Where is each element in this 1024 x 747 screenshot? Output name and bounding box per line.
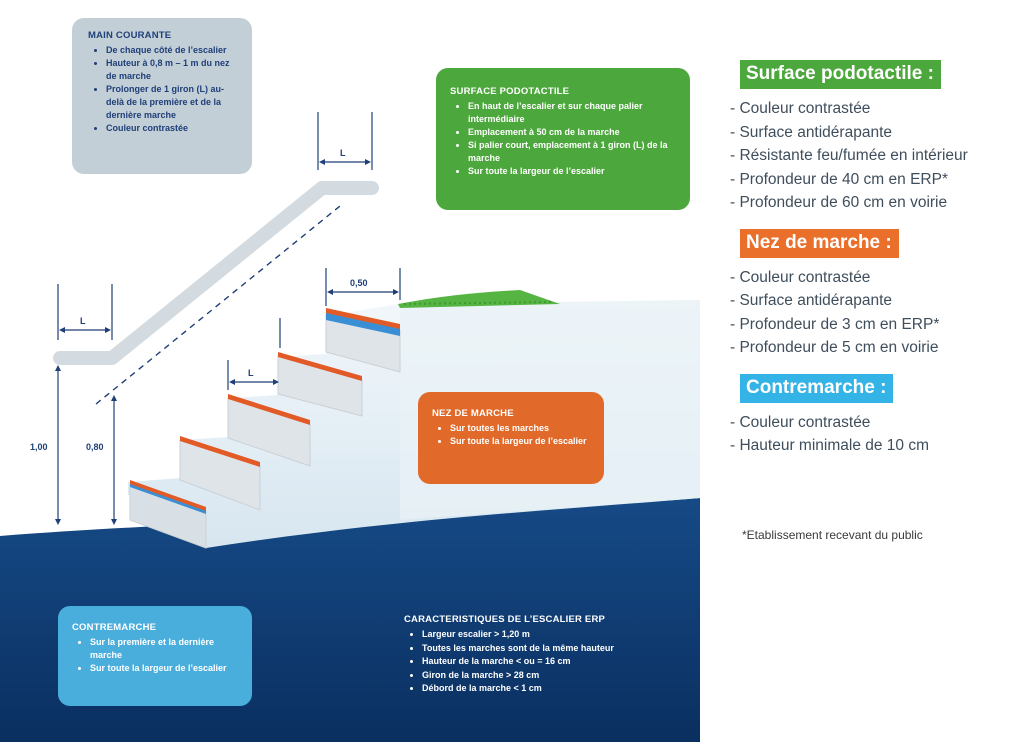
footnote: *Etablissement recevant du public xyxy=(742,528,923,542)
nose-5 xyxy=(326,308,400,329)
nez-de-marche-item: Sur toute la largeur de l’escalier xyxy=(450,435,594,448)
main-courante-item: Hauteur à 0,8 m – 1 m du nez de marche xyxy=(106,57,240,83)
contremarche-item: Sur toute la largeur de l’escalier xyxy=(90,662,242,675)
nez-de-marche-item: Sur toutes les marches xyxy=(450,422,594,435)
legend-contremarche-item: Hauteur minimale de 10 cm xyxy=(730,434,1020,458)
caracteristiques-item: Toutes les marches sont de la même haute… xyxy=(422,642,658,656)
legend-contremarche-item: Couleur contrastée xyxy=(730,411,1020,435)
staircase-scene: L L L 0,50 1,00 0,80 MAIN COURANTE De ch… xyxy=(0,0,700,742)
nez-de-marche-box: NEZ DE MARCHE Sur toutes les marches Sur… xyxy=(418,392,604,484)
contremarche-item: Sur la première et la dernière marche xyxy=(90,636,242,662)
legend-nez-item: Couleur contrastée xyxy=(730,266,1020,290)
step-noses xyxy=(130,308,400,511)
surface-podotactile-item: Sur toute la largeur de l’escalier xyxy=(468,165,678,178)
legend-podotactile-item: Résistante feu/fumée en intérieur xyxy=(730,144,1020,168)
nez-de-marche-title: NEZ DE MARCHE xyxy=(432,408,514,419)
surface-podotactile-list: En haut de l’escalier et sur chaque pali… xyxy=(450,100,678,178)
legend-contremarche-list: Couleur contrastée Hauteur minimale de 1… xyxy=(730,411,1020,458)
caracteristiques-box: CARACTERISTIQUES DE L’ESCALIER ERP Large… xyxy=(398,614,658,734)
legend-podotactile-list: Couleur contrastée Surface antidérapante… xyxy=(730,97,1020,215)
caracteristiques-item: Largeur escalier > 1,20 m xyxy=(422,628,658,642)
legend-nez-item: Profondeur de 5 cm en voirie xyxy=(730,336,1020,360)
dim-height-080: 0,80 xyxy=(86,442,104,452)
main-courante-item: Prolonger de 1 giron (L) au-delà de la p… xyxy=(106,83,240,122)
legend-contremarche-title: Contremarche : xyxy=(740,373,894,403)
dim-l-top: L xyxy=(340,148,346,158)
contremarche-box: CONTREMARCHE Sur la première et la derni… xyxy=(58,606,252,706)
legend-podotactile-item: Surface antidérapante xyxy=(730,121,1020,145)
main-courante-box: MAIN COURANTE De chaque côté de l’escali… xyxy=(72,18,252,174)
dimension-lines xyxy=(55,112,401,525)
nez-de-marche-list: Sur toutes les marches Sur toute la larg… xyxy=(432,422,594,448)
main-courante-item: De chaque côté de l’escalier xyxy=(106,44,240,57)
main-courante-item: Couleur contrastée xyxy=(106,122,240,135)
legend-nez-item: Profondeur de 3 cm en ERP* xyxy=(730,313,1020,337)
nose-2 xyxy=(180,436,260,467)
main-courante-title: MAIN COURANTE xyxy=(88,30,172,41)
surface-podotactile-item: Si palier court, emplacement à 1 giron (… xyxy=(468,139,678,165)
caracteristiques-list: Largeur escalier > 1,20 m Toutes les mar… xyxy=(404,628,658,696)
caracteristiques-item: Débord de la marche < 1 cm xyxy=(422,682,658,696)
nose-1 xyxy=(130,480,206,511)
surface-podotactile-title: SURFACE PODOTACTILE xyxy=(450,86,570,97)
legend-podotactile-item: Couleur contrastée xyxy=(730,97,1020,121)
surface-podotactile-item: En haut de l’escalier et sur chaque pali… xyxy=(468,100,678,126)
caracteristiques-title: CARACTERISTIQUES DE L’ESCALIER ERP xyxy=(404,614,606,625)
caracteristiques-item: Hauteur de la marche < ou = 16 cm xyxy=(422,655,658,669)
legend-podotactile-item: Profondeur de 40 cm en ERP* xyxy=(730,168,1020,192)
dim-l-steps: L xyxy=(248,368,254,378)
surface-podotactile-box: SURFACE PODOTACTILE En haut de l’escalie… xyxy=(436,68,690,210)
contremarche-list: Sur la première et la dernière marche Su… xyxy=(72,636,242,675)
contremarche-last xyxy=(326,312,400,336)
podotactile-strip xyxy=(398,290,560,308)
legend-nez-list: Couleur contrastée Surface antidérapante… xyxy=(730,266,1020,360)
nose-3 xyxy=(228,394,310,425)
surface-podotactile-item: Emplacement à 50 cm de la marche xyxy=(468,126,678,139)
legend-nez-title: Nez de marche : xyxy=(740,228,899,258)
handrail xyxy=(53,181,379,365)
legend-podotactile-title: Surface podotactile : xyxy=(740,60,941,89)
legend-panel: Surface podotactile : Couleur contrastée… xyxy=(730,60,1020,472)
legend-podotactile-item: Profondeur de 60 cm en voirie xyxy=(730,191,1020,215)
main-courante-list: De chaque côté de l’escalier Hauteur à 0… xyxy=(88,44,240,135)
dim-l-left: L xyxy=(80,316,86,326)
nose-4 xyxy=(278,352,362,381)
legend-nez-item: Surface antidérapante xyxy=(730,289,1020,313)
contremarche-title: CONTREMARCHE xyxy=(72,622,157,633)
dim-height-100: 1,00 xyxy=(30,442,48,452)
caracteristiques-item: Giron de la marche > 28 cm xyxy=(422,669,658,683)
dim-landing: 0,50 xyxy=(350,278,368,288)
handrail-shadow xyxy=(95,205,341,405)
